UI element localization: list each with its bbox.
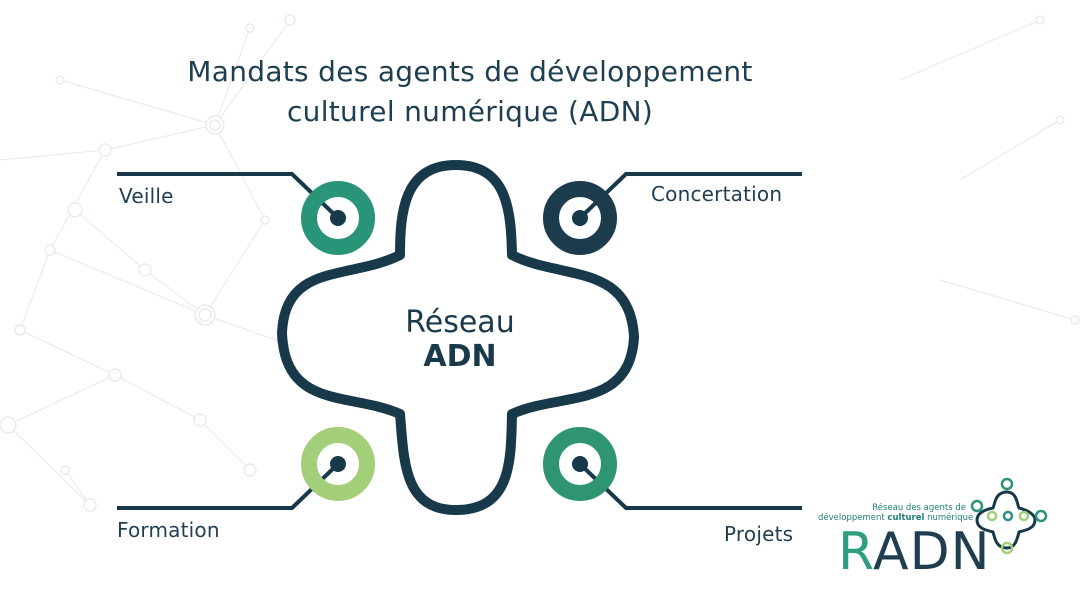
logo-tagline-part-a: développement xyxy=(818,513,888,523)
logo-tagline-line-2: développement culturel numérique xyxy=(818,513,973,523)
logo-wordmark-r: R xyxy=(838,522,874,582)
diagram-title: Mandats des agents de développement cult… xyxy=(120,52,820,132)
projets-ring-icon xyxy=(543,427,617,501)
center-subtitle: ADN xyxy=(423,339,497,374)
logo-tagline-part-c: numérique xyxy=(924,513,974,523)
logo-wordmark: RADN xyxy=(838,522,991,582)
radn-logo-icon xyxy=(970,477,1048,555)
center-title: Réseau xyxy=(405,305,515,340)
logo-tagline-line-1: Réseau des agents de xyxy=(872,503,966,513)
projets-label: Projets xyxy=(724,522,794,546)
title-line-2: culturel numérique (ADN) xyxy=(286,95,654,128)
logo-tagline-part-b: culturel xyxy=(887,513,925,523)
title-line-1: Mandats des agents de développement xyxy=(187,55,753,88)
logo-wordmark-adn: ADN xyxy=(873,522,991,582)
reseau-quatrefoil-shape xyxy=(277,160,639,515)
veille-ring-icon xyxy=(301,181,375,255)
formation-label: Formation xyxy=(117,518,220,542)
veille-label: Veille xyxy=(119,184,174,208)
concertation-ring-icon xyxy=(543,181,617,255)
formation-ring-icon xyxy=(301,427,375,501)
concertation-label: Concertation xyxy=(651,182,783,206)
